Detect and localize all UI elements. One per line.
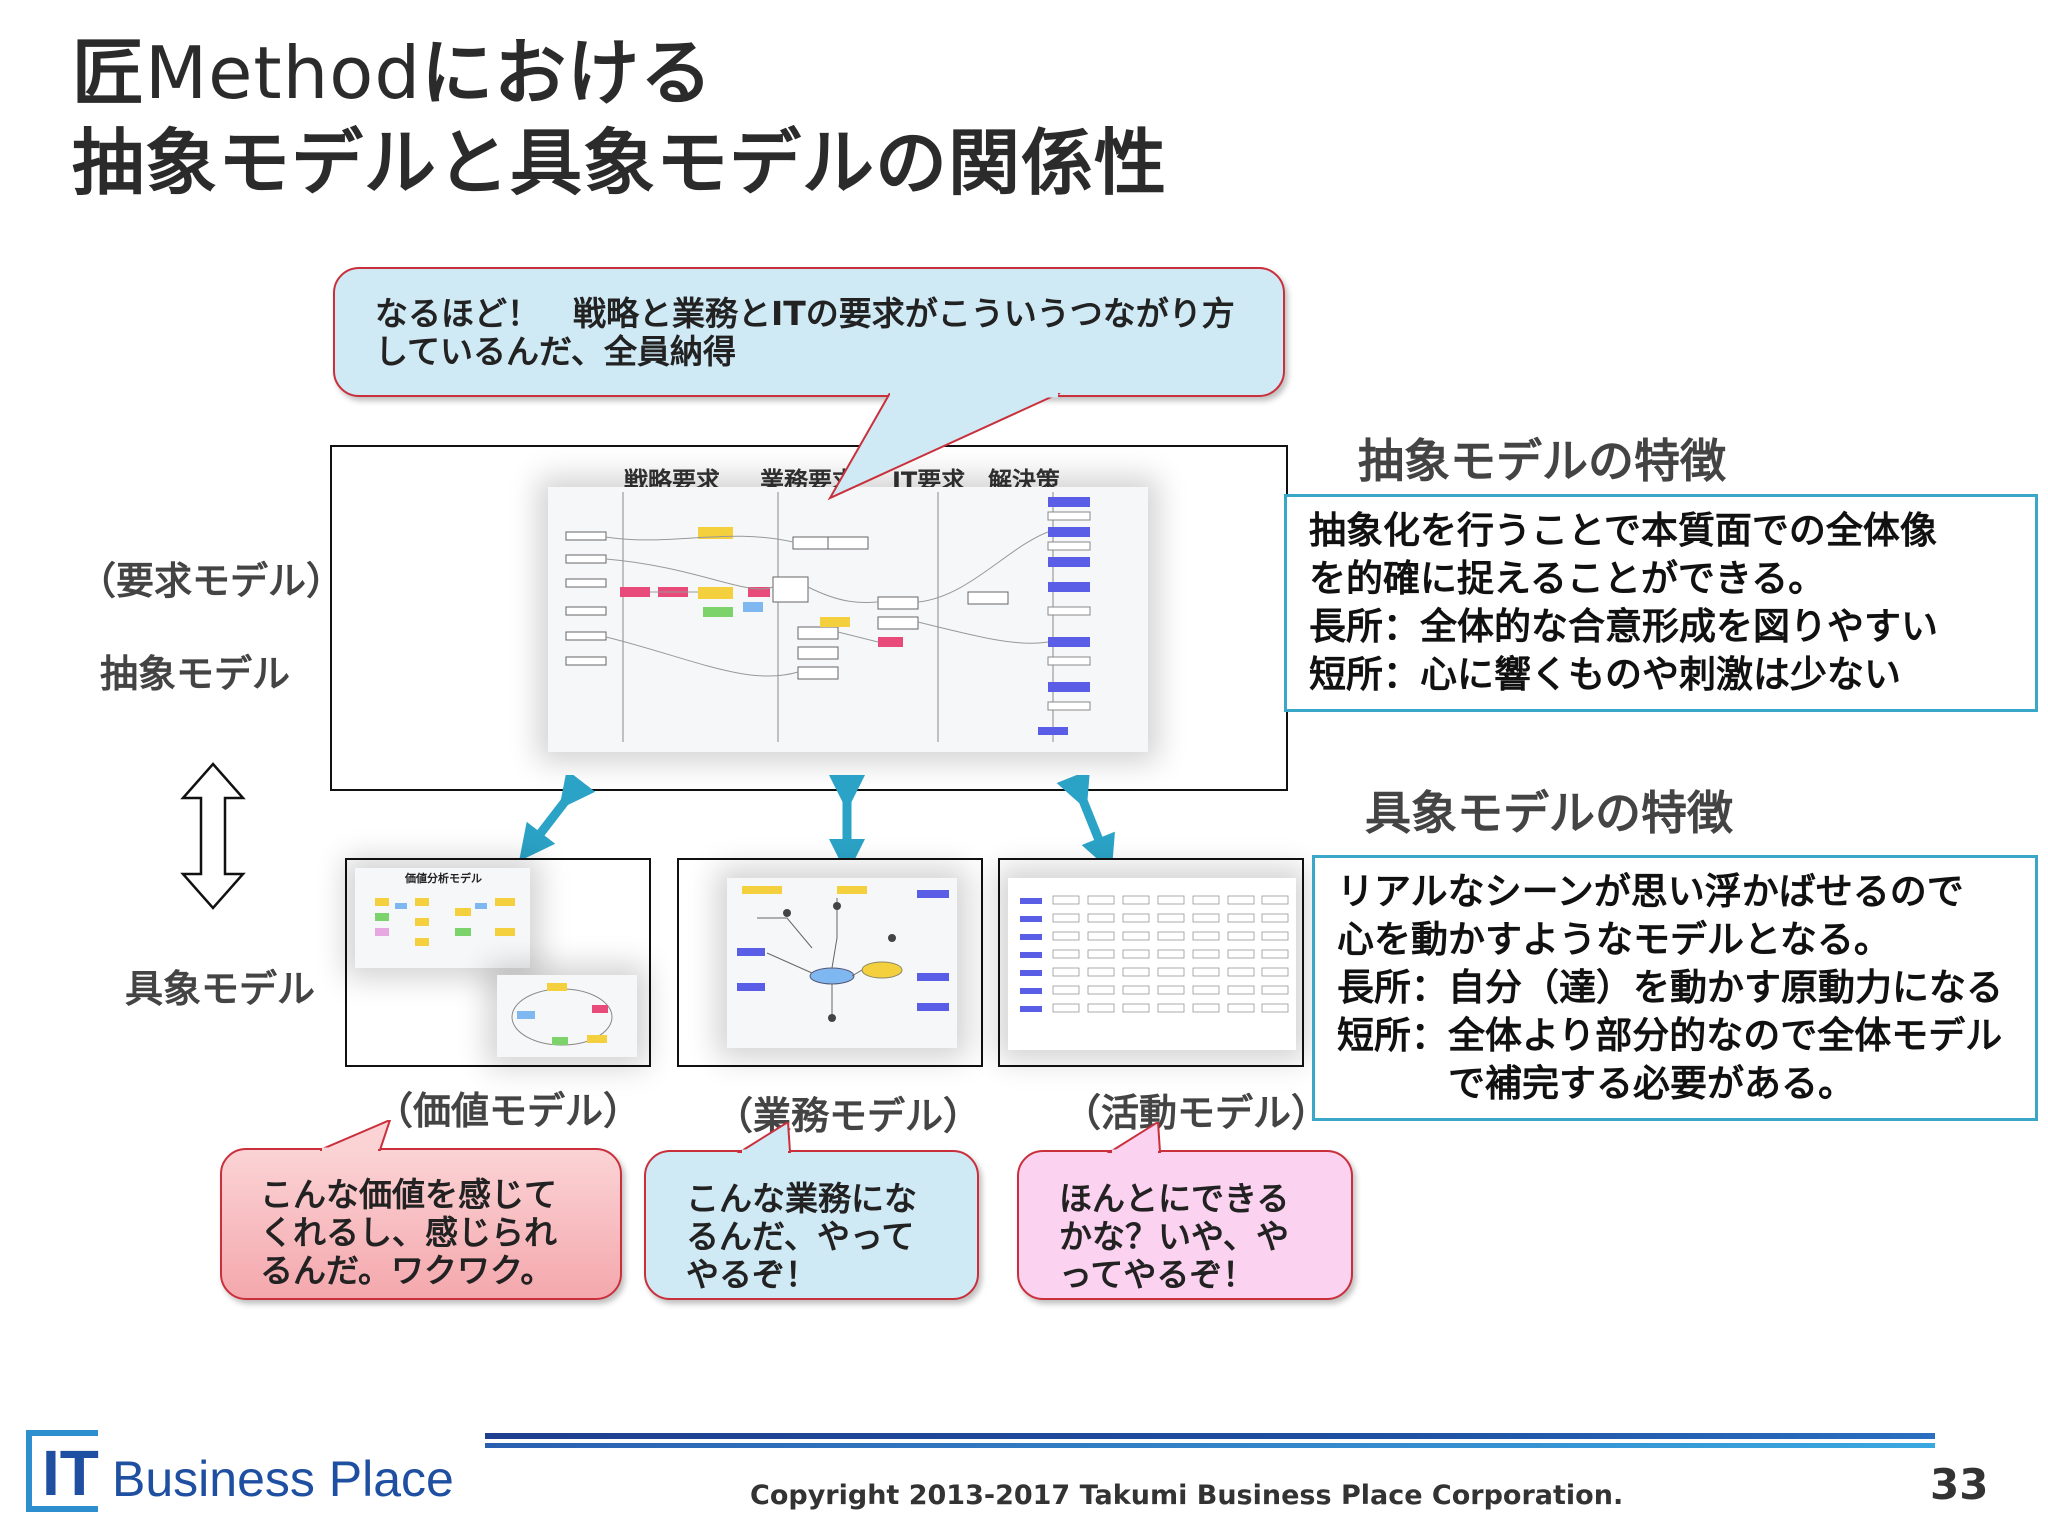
concrete-feature-line: 心を動かすようなモデルとなる。 bbox=[1337, 918, 1891, 961]
abstract-feature-line: 抽象化を行うことで本質面での全体像 bbox=[1309, 509, 1937, 552]
business-thumb-graphic bbox=[737, 886, 949, 1022]
connector-arrows bbox=[519, 775, 1115, 875]
concrete-feature-title: 具象モデルの特徴 bbox=[1365, 786, 1733, 840]
footer-rule-dark bbox=[485, 1433, 1935, 1439]
page-title: 匠Methodにおける 抽象モデルと具象モデルの関係性 bbox=[72, 28, 1167, 208]
copyright-text: Copyright 2013-2017 Takumi Business Plac… bbox=[750, 1480, 1624, 1511]
logo-text: Business Place bbox=[112, 1451, 454, 1507]
abstract-feature-title: 抽象モデルの特徴 bbox=[1358, 434, 1726, 488]
value-model-label: （価値モデル） bbox=[375, 1089, 642, 1133]
concrete-feature-line: 長所：自分（達）を動かす原動力になる bbox=[1337, 966, 2003, 1009]
page-number: 33 bbox=[1930, 1460, 1989, 1509]
activity-model-label: （活動モデル） bbox=[1063, 1091, 1330, 1135]
top-bubble-text: なるほど！ 戦略と業務とITの要求がこういうつながり方しているんだ、全員納得 bbox=[375, 294, 1235, 371]
abstract-feature-line: 短所：心に響くものや刺激は少ない bbox=[1309, 653, 1901, 696]
requirement-model-label: （要求モデル） bbox=[78, 559, 345, 603]
double-arrow-icon bbox=[180, 762, 246, 910]
footer-rule-light bbox=[485, 1443, 1935, 1448]
company-logo: IT Business Place bbox=[26, 1430, 466, 1520]
activity-model-image bbox=[1008, 878, 1296, 1050]
abstract-model-frame: 戦略要求 業務要求 IT要求 解決策 bbox=[330, 445, 1288, 791]
value-thumb-graphic-2 bbox=[511, 983, 613, 1046]
value-thumb-title: 価値分析モデル bbox=[405, 872, 482, 885]
business-bubble-tail bbox=[736, 1122, 792, 1154]
activity-model-frame bbox=[998, 858, 1304, 1067]
requirement-diagram-graphic bbox=[565, 492, 1091, 742]
value-thumb-graphic bbox=[375, 898, 515, 946]
top-speech-bubble: なるほど！ 戦略と業務とITの要求がこういうつながり方しているんだ、全員納得 bbox=[333, 267, 1285, 397]
top-bubble-tail bbox=[827, 393, 1061, 501]
concrete-feature-line: で補完する必要がある。 bbox=[1337, 1062, 1855, 1105]
activity-connector-arrow bbox=[1056, 775, 1115, 872]
business-model-image bbox=[727, 878, 957, 1048]
value-bubble-text: こんな価値を感じてくれるし、感じられるんだ。ワクワク。 bbox=[260, 1175, 557, 1290]
abstract-feature-box: 抽象化を行うことで本質面での全体像 を的確に捉えることができる。 長所：全体的な… bbox=[1284, 494, 2038, 712]
concrete-feature-line: リアルなシーンが思い浮かばせるので bbox=[1337, 870, 1964, 913]
business-bubble-text: こんな業務になるんだ、やってやるぞ！ bbox=[686, 1179, 917, 1294]
value-model-image-1: 価値分析モデル bbox=[355, 868, 530, 968]
activity-bubble-text: ほんとにできるかな？いや、やってやるぞ！ bbox=[1059, 1179, 1290, 1294]
activity-speech-bubble: ほんとにできるかな？いや、やってやるぞ！ bbox=[1017, 1150, 1353, 1300]
abstract-feature-line: を的確に捉えることができる。 bbox=[1309, 557, 1826, 600]
logo-mark bbox=[26, 1430, 98, 1512]
requirement-diagram-image bbox=[548, 487, 1148, 752]
title-line2: 抽象モデルと具象モデルの関係性 bbox=[72, 121, 1168, 205]
value-connector-arrow bbox=[519, 775, 596, 862]
value-model-frame: 価値分析モデル bbox=[345, 858, 651, 1067]
logo-mark-text: IT bbox=[42, 1437, 99, 1509]
value-model-image-2 bbox=[497, 975, 637, 1057]
concrete-feature-box: リアルなシーンが思い浮かばせるので 心を動かすようなモデルとなる。 長所：自分（… bbox=[1312, 855, 2038, 1121]
title-line1: 匠Methodにおける bbox=[72, 31, 714, 115]
value-speech-bubble: こんな価値を感じてくれるし、感じられるんだ。ワクワク。 bbox=[220, 1148, 622, 1300]
activity-thumb-graphic bbox=[1020, 895, 1289, 1013]
business-model-label: （業務モデル） bbox=[715, 1094, 982, 1138]
business-speech-bubble: こんな業務になるんだ、やってやるぞ！ bbox=[644, 1150, 979, 1300]
concrete-model-label: 具象モデル bbox=[125, 967, 316, 1011]
abstract-feature-line: 長所：全体的な合意形成を図りやすい bbox=[1309, 605, 1938, 648]
business-model-frame bbox=[677, 858, 983, 1067]
concrete-feature-line: 短所：全体より部分的なので全体モデル bbox=[1337, 1014, 2003, 1057]
activity-bubble-tail bbox=[1106, 1122, 1162, 1154]
value-bubble-tail bbox=[320, 1120, 392, 1152]
abstract-model-label: 抽象モデル bbox=[100, 652, 291, 696]
